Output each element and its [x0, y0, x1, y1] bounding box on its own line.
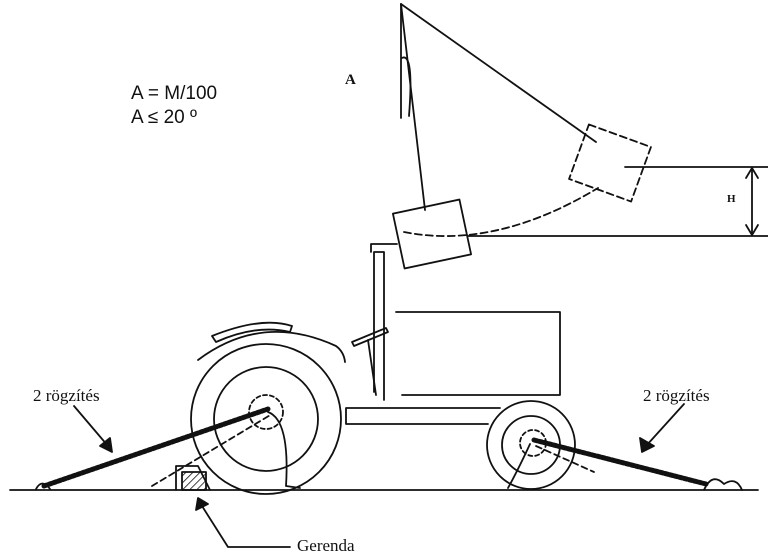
height-label: H	[727, 193, 736, 205]
right-fixing-straps	[507, 437, 743, 491]
left-hook	[267, 411, 301, 489]
pendulum-rope-rest	[400, 3, 426, 211]
left-fixing-label: 2 rögzítés	[33, 386, 100, 405]
rear-hub	[248, 394, 284, 430]
left-fixing-arrow	[73, 405, 109, 447]
rear-fender-lip	[211, 321, 293, 343]
roll-bar	[370, 243, 398, 401]
left-fixing-straps	[35, 406, 301, 490]
tractor	[190, 243, 576, 495]
right-hook	[507, 443, 531, 489]
rear-wheel-outer	[190, 343, 342, 495]
angle-arc	[401, 56, 412, 117]
right-fixing-arrowhead	[639, 437, 655, 453]
steering-wheel	[351, 327, 389, 347]
pendulum-swing-path	[403, 187, 599, 237]
right-anchor	[703, 478, 743, 491]
front-wheel-outer	[486, 400, 576, 490]
height-arrow-down	[745, 224, 759, 236]
pendulum-block-rest	[392, 198, 472, 270]
angle-label: A	[345, 72, 356, 88]
pointer-arrows	[73, 403, 685, 548]
beam-label: Gerenda	[297, 536, 355, 555]
height-dimension	[467, 166, 768, 237]
left-strap	[41, 406, 271, 489]
chassis	[345, 407, 501, 425]
left-anchor	[35, 482, 51, 490]
beam-arrow	[201, 505, 291, 548]
pendulum	[392, 3, 652, 270]
tractor-body	[395, 311, 561, 396]
beam-hatched	[181, 471, 207, 491]
right-strap-second	[535, 445, 595, 473]
right-fixing-label: 2 rögzítés	[643, 386, 710, 405]
pendulum-block-raised	[568, 123, 652, 203]
right-strap	[531, 437, 709, 487]
beam	[175, 465, 211, 491]
pendulum-rope-raised	[400, 3, 597, 143]
right-fixing-arrow	[645, 403, 685, 447]
rear-fender	[197, 331, 346, 363]
beam-arrowhead	[195, 497, 209, 511]
steering-column	[367, 339, 377, 396]
left-strap-second	[151, 413, 273, 487]
left-fixing-arrowhead	[99, 437, 113, 453]
rear-wheel-inner	[213, 366, 319, 472]
height-arrow-up	[745, 167, 759, 179]
formula-line-2: A ≤ 20 º	[131, 107, 197, 128]
formula-line-1: A = M/100	[131, 83, 218, 104]
